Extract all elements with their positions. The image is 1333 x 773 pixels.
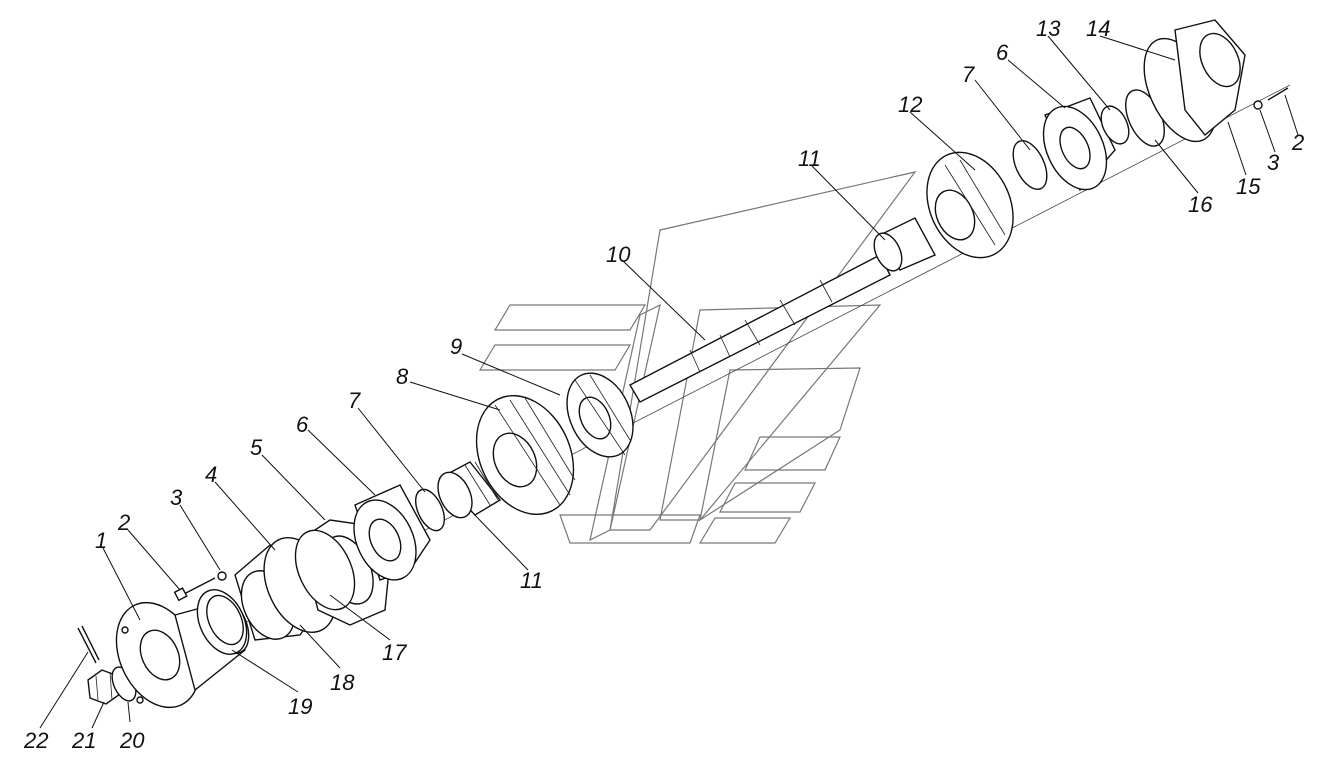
end-cover — [1174, 19, 1246, 136]
ball-bearing-right — [1042, 97, 1116, 192]
callout-6: 6 — [296, 412, 309, 437]
callout-13: 13 — [1036, 16, 1061, 41]
callout-3-right: 3 — [1267, 150, 1280, 175]
callout-2: 2 — [117, 510, 130, 535]
callout-8: 8 — [396, 364, 409, 389]
oil-seal — [196, 589, 248, 655]
callout-7-right: 7 — [962, 62, 975, 87]
main-shaft — [629, 254, 891, 403]
snap-ring-right — [1012, 140, 1048, 190]
callout-11-left: 11 — [520, 568, 543, 593]
callout-20: 20 — [119, 728, 145, 753]
callout-19: 19 — [288, 694, 312, 719]
seal-ring — [294, 529, 356, 611]
callout-22: 22 — [23, 728, 48, 753]
bolt-right — [1267, 87, 1289, 101]
callout-9: 9 — [450, 334, 462, 359]
callout-10: 10 — [606, 242, 631, 267]
callout-3: 3 — [170, 485, 183, 510]
needle-bearing-right — [873, 217, 936, 272]
callout-2-right: 2 — [1291, 130, 1304, 155]
spur-gear-8 — [475, 394, 576, 516]
ball-bearing-left — [353, 484, 431, 581]
callout-labels: 1 2 3 4 5 6 7 8 9 10 11 11 12 6 7 13 14 … — [23, 16, 1304, 753]
lock-washer-right — [1253, 100, 1263, 110]
snap-ring-left — [414, 488, 446, 532]
callout-6-right: 6 — [996, 40, 1009, 65]
gear-coupling-9 — [566, 372, 634, 458]
callout-18: 18 — [330, 670, 355, 695]
callout-16: 16 — [1188, 192, 1213, 217]
callout-5: 5 — [250, 435, 263, 460]
callout-14: 14 — [1086, 16, 1110, 41]
callout-12: 12 — [898, 92, 922, 117]
callout-4: 4 — [205, 462, 217, 487]
needle-bearing-left — [437, 461, 502, 519]
bolt — [173, 577, 216, 602]
leader-lines — [39, 35, 1299, 729]
spur-gear-12 — [926, 151, 1014, 259]
callout-7: 7 — [348, 388, 361, 413]
retaining-ring — [1100, 105, 1130, 145]
callout-1: 1 — [95, 528, 107, 553]
callout-15: 15 — [1236, 174, 1261, 199]
lock-washer — [217, 571, 227, 581]
callout-21: 21 — [71, 728, 96, 753]
callout-11-right: 11 — [798, 146, 821, 171]
cotter-pin — [77, 625, 100, 664]
callout-17: 17 — [382, 640, 407, 665]
